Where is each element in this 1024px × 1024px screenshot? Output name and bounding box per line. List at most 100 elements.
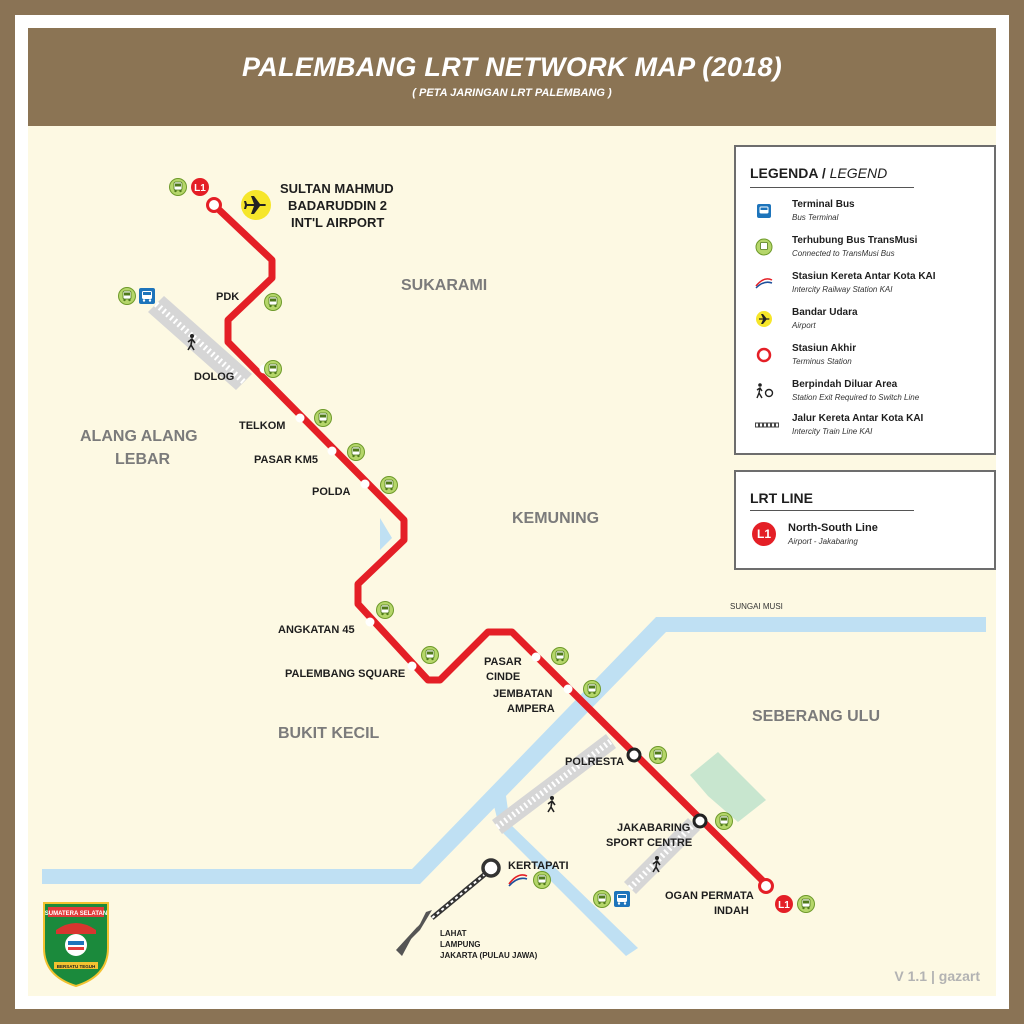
transmusi-bus-icon bbox=[583, 680, 601, 698]
station-dot-angkatan-45[interactable] bbox=[365, 617, 375, 627]
area-label-seberang-ulu: SEBERANG ULU bbox=[752, 708, 880, 725]
legend-item-title: Stasiun Kereta Antar Kota KAI bbox=[792, 271, 936, 282]
terminus-icon bbox=[756, 347, 772, 363]
legend-item-kai-track: Jalur Kereta Antar Kota KAI Intercity Tr… bbox=[754, 413, 994, 443]
legend-item-title: Jalur Kereta Antar Kota KAI bbox=[792, 413, 924, 424]
transmusi-bus-icon bbox=[533, 871, 551, 889]
kai-track-kertapati bbox=[396, 868, 492, 956]
legend-box: LEGENDA / LEGEND Terminal Bus Bus Termin… bbox=[734, 145, 996, 455]
kai-track-dolog bbox=[148, 296, 252, 390]
lrt-line-name: North-South Line bbox=[788, 522, 878, 534]
transmusi-bus-icon bbox=[118, 287, 136, 305]
legend-item-walking-transfer: Berpindah Diluar Area Station Exit Requi… bbox=[754, 379, 994, 409]
south-sumatra-emblem: SUMATERA SELATAN BERSATU TEGUH bbox=[43, 902, 109, 988]
legend-item-sub: Intercity Train Line KAI bbox=[792, 427, 873, 436]
station-dot-kertapati[interactable] bbox=[481, 858, 501, 878]
destination-lahat: LAHAT bbox=[440, 929, 467, 938]
sport-centre-area bbox=[690, 752, 766, 822]
station-label-jembatan: JEMBATAN bbox=[493, 688, 553, 700]
legend-item-airport: Bandar Udara Airport bbox=[754, 307, 994, 337]
airport-icon bbox=[241, 190, 271, 220]
transmusi-bus-icon bbox=[376, 601, 394, 619]
area-label-sukarami: SUKARAMI bbox=[401, 277, 487, 294]
page-subtitle: ( PETA JARINGAN LRT PALEMBANG ) bbox=[412, 87, 612, 99]
legend-item-terminus: Stasiun Akhir Terminus Station bbox=[754, 343, 994, 373]
transmusi-bus-icon bbox=[169, 178, 187, 196]
station-label-jakabaring: JAKABARING bbox=[617, 822, 690, 834]
area-label-kemuning: KEMUNING bbox=[512, 510, 599, 527]
legend-title: LEGENDA / LEGEND bbox=[750, 165, 887, 181]
legend-divider bbox=[750, 187, 914, 188]
legend-item-title: Bandar Udara bbox=[792, 307, 858, 318]
station-label-ampera: AMPERA bbox=[507, 703, 555, 715]
kai-track-polresta bbox=[492, 734, 616, 834]
station-label-telkom: TELKOM bbox=[239, 420, 285, 432]
airport-icon bbox=[756, 311, 772, 327]
transmusi-bus-icon bbox=[593, 890, 611, 908]
station-dot-polda[interactable] bbox=[360, 479, 370, 489]
airport-label-line2: BADARUDDIN 2 bbox=[288, 198, 387, 213]
airport-label-line1: SULTAN MAHMUD bbox=[280, 181, 394, 196]
station-dot-pasar-cinde[interactable] bbox=[531, 652, 541, 662]
station-label-sport-centre: SPORT CENTRE bbox=[606, 837, 692, 849]
legend-item-sub: Intercity Railway Station KAI bbox=[792, 285, 893, 294]
kai-track-jakabaring bbox=[624, 818, 700, 894]
transmusi-bus-icon bbox=[380, 476, 398, 494]
station-label-cinde: CINDE bbox=[486, 671, 520, 683]
station-label-polda: POLDA bbox=[312, 486, 351, 498]
bus-terminal-icon bbox=[614, 891, 630, 907]
station-label-kertapati: KERTAPATI bbox=[508, 860, 569, 872]
station-dot-jakabaring[interactable] bbox=[692, 813, 708, 829]
lrt-line-box: LRT LINE L1 North-South Line Airport - J… bbox=[734, 470, 996, 570]
legend-item-sub: Bus Terminal bbox=[792, 213, 839, 222]
station-dot-jembatan-ampera[interactable] bbox=[563, 684, 573, 694]
legend-item-title: Terminal Bus bbox=[792, 199, 855, 210]
terminus-airport[interactable] bbox=[206, 197, 222, 213]
station-dot-polresta[interactable] bbox=[626, 747, 642, 763]
walking-transfer-icon bbox=[756, 383, 774, 399]
station-label-pdk: PDK bbox=[216, 291, 239, 303]
bus-terminal-icon bbox=[757, 204, 771, 218]
kai-train-icon bbox=[755, 278, 773, 289]
lrt-line-divider bbox=[750, 510, 914, 511]
station-dot-telkom[interactable] bbox=[295, 413, 305, 423]
version-credit: V 1.1 | gazart bbox=[894, 968, 980, 984]
area-label-lebar: LEBAR bbox=[115, 451, 171, 468]
area-label-alang-alang: ALANG ALANG bbox=[80, 428, 198, 445]
river-label: SUNGAI MUSI bbox=[730, 602, 783, 611]
transmusi-bus-icon bbox=[421, 646, 439, 664]
bus-terminal-icon bbox=[139, 288, 155, 304]
destination-lampung: LAMPUNG bbox=[440, 940, 480, 949]
station-label-polresta: POLRESTA bbox=[565, 756, 624, 768]
area-label-bukit-kecil: BUKIT KECIL bbox=[278, 725, 380, 742]
station-dot-palembang-square[interactable] bbox=[407, 661, 417, 671]
transmusi-bus-icon bbox=[347, 443, 365, 461]
station-label-dolog: DOLOG bbox=[194, 371, 234, 383]
station-dot-pasar-km5[interactable] bbox=[327, 446, 337, 456]
lrt-line-title: LRT LINE bbox=[750, 490, 813, 506]
station-label-pasar-km5: PASAR KM5 bbox=[254, 454, 318, 466]
transmusi-bus-icon bbox=[264, 360, 282, 378]
legend-item-sub: Airport bbox=[792, 321, 816, 330]
station-label-angkatan-45: ANGKATAN 45 bbox=[278, 624, 355, 636]
river-musi bbox=[42, 518, 986, 956]
l1-badge-north bbox=[191, 178, 209, 196]
airport-label-line3: INT'L AIRPORT bbox=[291, 215, 384, 230]
legend-item-sub: Station Exit Required to Switch Line bbox=[792, 393, 920, 402]
legend-item-title: Terhubung Bus TransMusi bbox=[792, 235, 918, 246]
legend-item-title: Berpindah Diluar Area bbox=[792, 379, 898, 390]
emblem-bottom-text: BERSATU TEGUH bbox=[57, 964, 95, 969]
transmusi-bus-icon bbox=[264, 293, 282, 311]
kai-train-icon bbox=[508, 874, 528, 887]
station-label-indah: INDAH bbox=[714, 905, 749, 917]
legend-title-italic: LEGEND bbox=[829, 165, 888, 181]
legend-item-kai-station: Stasiun Kereta Antar Kota KAI Intercity … bbox=[754, 271, 994, 301]
destination-jakarta: JAKARTA (PULAU JAWA) bbox=[440, 951, 538, 960]
legend-item-transmusi: Terhubung Bus TransMusi Connected to Tra… bbox=[754, 235, 994, 265]
station-label-ogan-permata: OGAN PERMATA bbox=[665, 890, 754, 902]
transmusi-bus-icon bbox=[649, 746, 667, 764]
transmusi-bus-icon bbox=[797, 895, 815, 913]
l1-badge-south bbox=[775, 895, 793, 913]
terminus-ogan-permata-indah[interactable] bbox=[758, 878, 774, 894]
